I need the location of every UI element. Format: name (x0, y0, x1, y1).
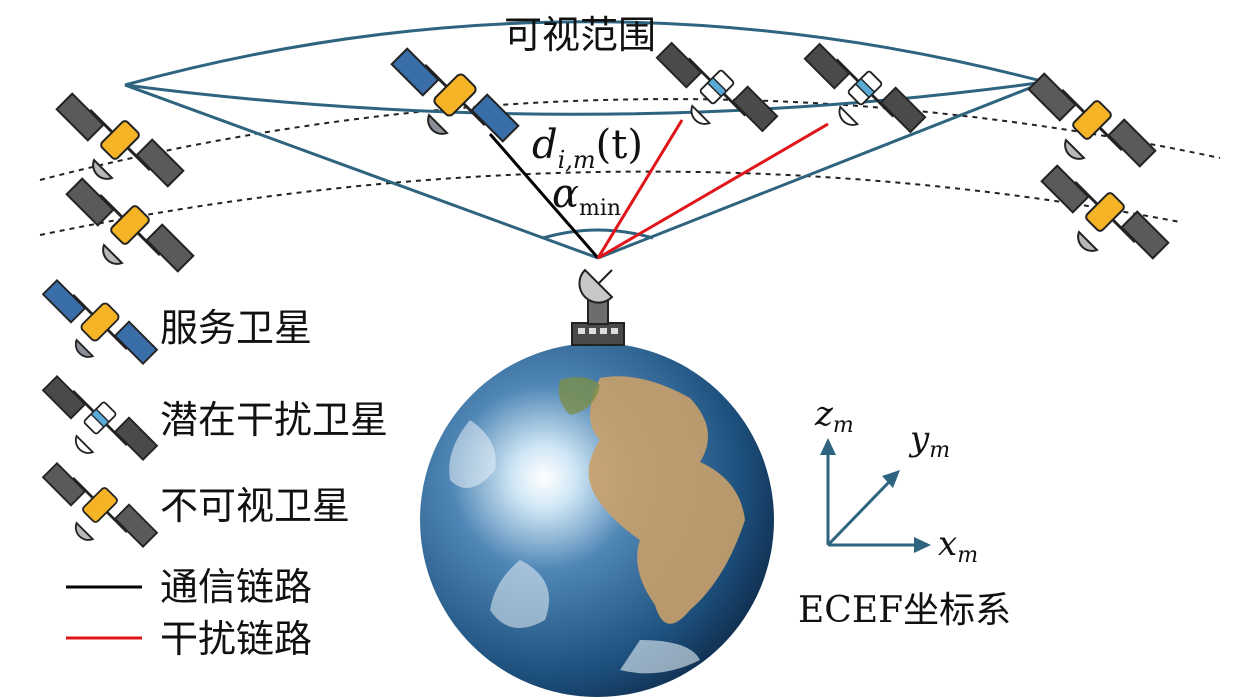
legend-invisible-satellite-icon (41, 461, 159, 549)
ground-station-icon (571, 268, 625, 346)
orbit-inner (39, 170, 1181, 236)
satellite-icon-interference-2 (803, 42, 927, 134)
y-axis-label: ym (908, 419, 950, 463)
communication-link (488, 133, 600, 259)
legend-invisible-satellite-label: 不可视卫星 (160, 484, 351, 528)
legend-serving-satellite-label: 服务卫星 (160, 306, 313, 350)
visibility-range-title: 可视范围 (504, 13, 656, 57)
min-elevation-arc (542, 228, 654, 240)
ecef-frame-label: ECEF坐标系 (798, 590, 1011, 631)
z-axis-label: zm (814, 394, 854, 438)
satellite-icon-invisible-2 (65, 177, 195, 273)
satellite-icon-interference-1 (655, 41, 779, 133)
legend-communication-link-label: 通信链路 (160, 565, 313, 609)
satellite-icon-invisible-1 (55, 92, 185, 188)
satellite-icon-invisible-4 (1040, 164, 1170, 260)
satellite-icon-invisible-3 (1027, 72, 1157, 168)
interference-link-1 (596, 119, 684, 259)
ecef-axes (820, 438, 931, 553)
legend-interference-link-label: 干扰链路 (160, 617, 313, 661)
distance-label: di,m(t) (532, 122, 643, 174)
min-elevation-label: αmin (552, 171, 621, 221)
satellite-icon-serving (390, 47, 520, 143)
visibility-cone (124, 20, 1046, 260)
legend-interference-satellite-label: 潜在干扰卫星 (160, 398, 389, 442)
legend-interference-satellite-icon (41, 374, 159, 462)
earth-icon (420, 343, 774, 697)
legend-serving-satellite-icon (41, 278, 159, 366)
x-axis-label: xm (938, 524, 978, 568)
interference-link-2 (597, 122, 829, 260)
orbit-outer (39, 98, 1221, 181)
